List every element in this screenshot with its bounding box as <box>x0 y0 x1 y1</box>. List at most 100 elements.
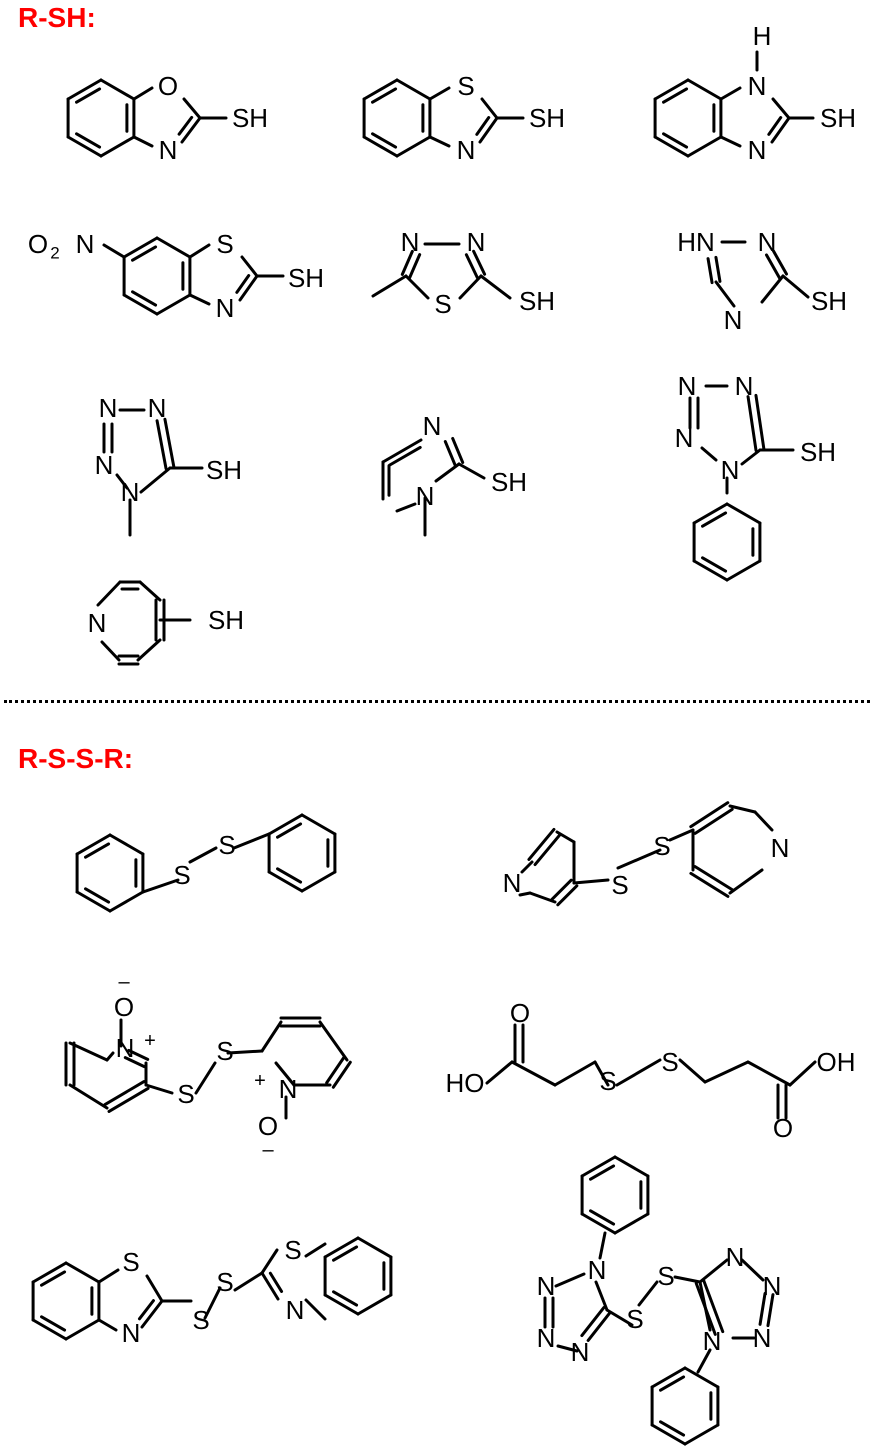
bond <box>753 810 774 832</box>
atom-label: N <box>76 229 95 259</box>
atom-label: S <box>284 1235 301 1265</box>
bond <box>155 293 192 316</box>
bond <box>325 1056 346 1085</box>
atom-label: S <box>173 860 190 890</box>
atom-label: N <box>703 1326 722 1356</box>
bond <box>362 135 399 158</box>
bond <box>485 1060 514 1085</box>
bond <box>395 78 432 101</box>
bond <box>700 446 718 462</box>
bond <box>472 249 487 276</box>
bond <box>381 438 423 464</box>
bond <box>188 293 211 306</box>
bond <box>580 1212 617 1235</box>
atom-label: N <box>748 135 767 165</box>
bond <box>318 1020 349 1062</box>
atom-label: HN <box>677 227 715 257</box>
atom-label: S <box>122 1247 139 1277</box>
bond <box>68 1041 109 1062</box>
bond <box>683 1366 720 1389</box>
bond <box>122 293 159 316</box>
bond <box>395 502 417 513</box>
bond <box>520 860 534 874</box>
atom-label: O <box>28 229 48 259</box>
atom-label: N <box>122 1318 141 1348</box>
atom-label: H <box>753 21 772 51</box>
bond <box>188 846 218 864</box>
atom-label: S <box>218 830 235 860</box>
bond <box>693 865 734 892</box>
bond <box>683 1423 720 1446</box>
bond <box>714 280 736 308</box>
bond <box>659 1375 686 1392</box>
atom-label: S <box>216 1267 233 1297</box>
bond <box>605 1308 634 1327</box>
bond <box>75 833 112 856</box>
atom-label: S <box>599 1066 616 1096</box>
bond <box>550 878 573 901</box>
bond <box>105 1051 115 1062</box>
bond <box>267 870 304 893</box>
atom-label: N <box>724 305 743 335</box>
bond <box>300 870 337 893</box>
atom-label: N <box>726 1242 745 1272</box>
bond <box>702 1279 725 1334</box>
bond <box>75 87 102 104</box>
bond <box>728 868 764 895</box>
atom-label: O <box>773 1113 793 1143</box>
bond <box>268 1271 284 1293</box>
bond <box>714 255 722 283</box>
bond <box>703 1060 750 1084</box>
bond <box>598 1231 607 1260</box>
bond <box>127 1048 150 1061</box>
bond <box>177 115 194 136</box>
bond <box>226 1049 264 1055</box>
bond <box>692 559 729 582</box>
bond <box>594 1280 609 1312</box>
bond <box>100 640 121 662</box>
bond <box>767 116 783 136</box>
bond <box>533 833 562 867</box>
section-divider <box>4 700 870 703</box>
bond <box>64 1318 101 1341</box>
bond <box>725 559 762 582</box>
atom-label: S <box>216 229 233 259</box>
bond <box>155 236 192 259</box>
atom-label: SH <box>232 103 268 133</box>
bond <box>653 78 690 101</box>
bond <box>698 1280 712 1332</box>
bond <box>122 236 159 259</box>
bond <box>478 116 499 144</box>
bond <box>698 1258 729 1284</box>
bond <box>428 135 451 148</box>
bond <box>323 1236 360 1259</box>
bond <box>458 274 483 300</box>
atom-label: N <box>758 227 777 257</box>
atom-label: N <box>721 455 740 485</box>
atom-label: N <box>771 833 790 863</box>
bond <box>136 638 162 662</box>
bond <box>203 1286 222 1320</box>
bond <box>586 1310 612 1342</box>
atom-label: S <box>192 1305 209 1335</box>
atom-label: OH <box>817 1047 856 1077</box>
bond <box>678 1058 707 1084</box>
bond <box>276 867 303 884</box>
atom-label: – <box>118 971 130 993</box>
atom-label: N <box>216 293 235 323</box>
bond <box>781 274 810 299</box>
bond <box>132 135 154 148</box>
atom-label: O <box>114 992 134 1022</box>
bond <box>593 1060 610 1087</box>
bond <box>102 243 126 259</box>
bond <box>188 243 211 259</box>
bond <box>274 1061 296 1087</box>
atom-label: N <box>588 1255 607 1285</box>
bond <box>131 290 158 307</box>
atom-label: N <box>675 423 694 453</box>
bond <box>788 1060 817 1087</box>
bond <box>131 245 158 262</box>
bond <box>260 1020 283 1053</box>
bond <box>194 1061 217 1095</box>
